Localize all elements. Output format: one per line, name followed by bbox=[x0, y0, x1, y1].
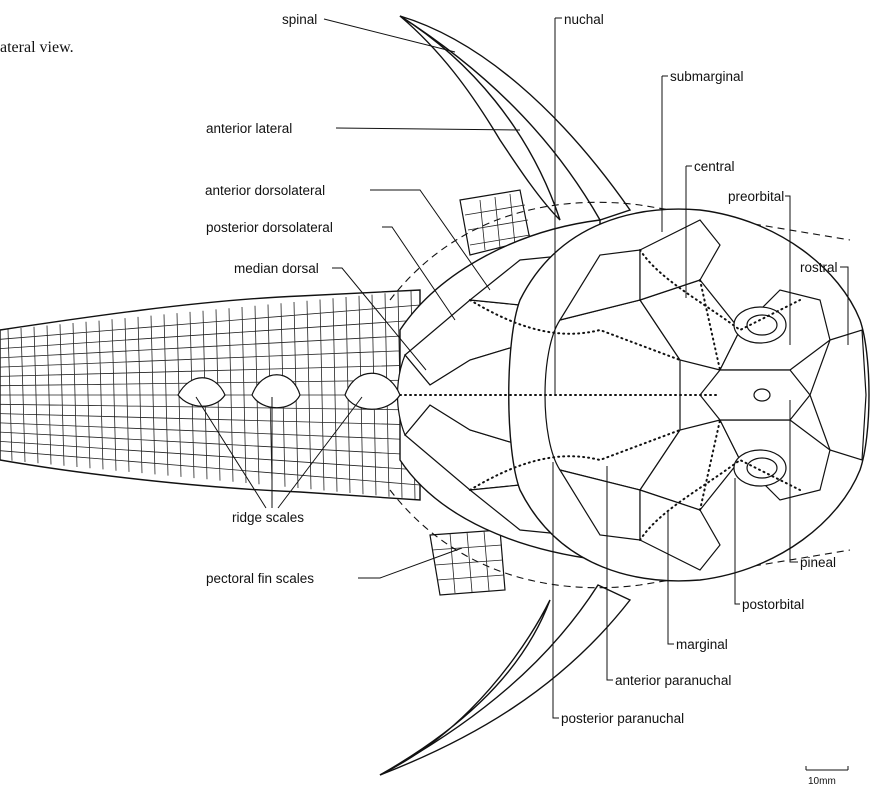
label-anterior-dorsolateral-text: anterior dorsolateral bbox=[205, 183, 325, 198]
scale-bar-label: 10mm bbox=[808, 776, 836, 787]
label-central-text: central bbox=[694, 159, 735, 174]
spinal-lower bbox=[380, 585, 630, 775]
label-pectoral-fin-scales: pectoral fin scales bbox=[206, 548, 462, 586]
label-median-dorsal-text: median dorsal bbox=[234, 261, 319, 276]
label-pectoral-fin-scales-text: pectoral fin scales bbox=[206, 571, 314, 586]
label-spinal-text: spinal bbox=[282, 12, 317, 27]
pectoral-fin-scale-patch-lower bbox=[430, 530, 505, 595]
label-submarginal-text: submarginal bbox=[670, 69, 744, 84]
label-posterior-paranuchal-text: posterior paranuchal bbox=[561, 711, 684, 726]
label-anterior-paranuchal-text: anterior paranuchal bbox=[615, 673, 731, 688]
label-posterior-dorsolateral-text: posterior dorsolateral bbox=[206, 220, 333, 235]
label-preorbital-text: preorbital bbox=[728, 189, 784, 204]
label-ridge-scales-text: ridge scales bbox=[232, 510, 304, 525]
scale-bar-line bbox=[806, 766, 848, 770]
caption-fragment: ateral view. bbox=[0, 39, 74, 56]
label-rostral-text: rostral bbox=[800, 260, 838, 275]
label-submarginal: submarginal bbox=[662, 69, 744, 232]
label-anterior-lateral: anterior lateral bbox=[206, 121, 520, 136]
label-marginal-text: marginal bbox=[676, 637, 728, 652]
label-anterior-lateral-text: anterior lateral bbox=[206, 121, 292, 136]
scale-bar: 10mm bbox=[806, 766, 848, 787]
label-nuchal-text: nuchal bbox=[564, 12, 604, 27]
label-pineal-text: pineal bbox=[800, 555, 836, 570]
label-postorbital-text: postorbital bbox=[742, 597, 804, 612]
